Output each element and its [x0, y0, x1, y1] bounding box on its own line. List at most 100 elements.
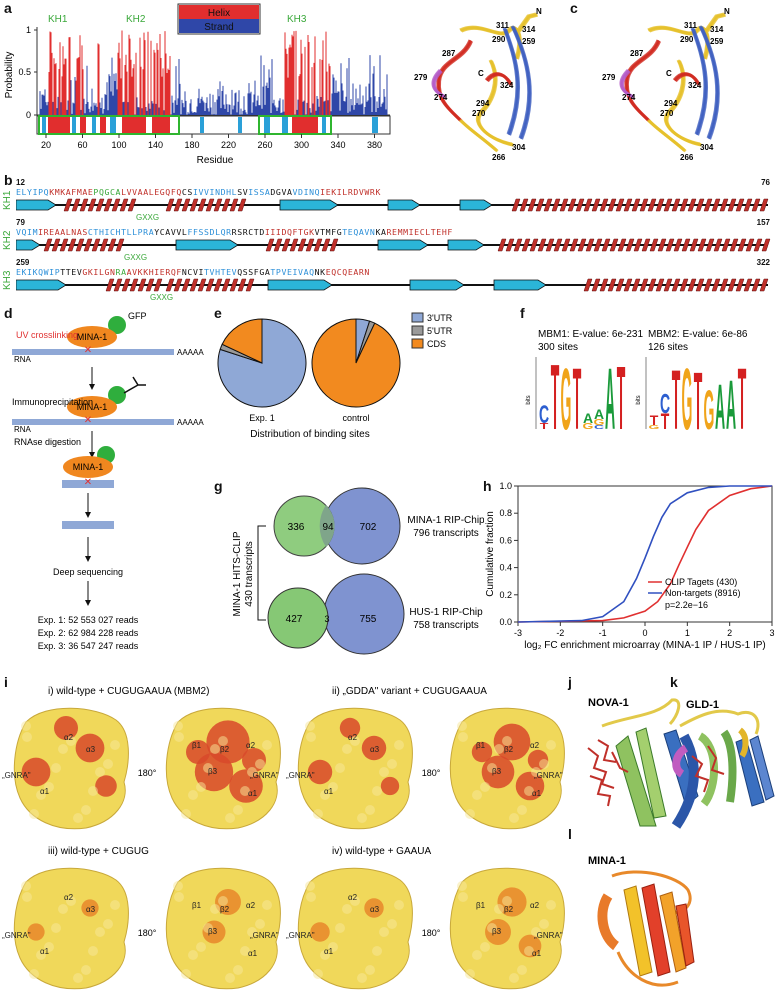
binding-patch	[364, 898, 384, 918]
surface-texture	[494, 904, 504, 914]
cdf-series-line	[517, 485, 773, 623]
logo-letter: T	[617, 348, 626, 449]
surface-texture	[306, 892, 316, 902]
helix-coil	[623, 198, 633, 212]
surface-texture	[210, 904, 220, 914]
helix-coil	[679, 198, 689, 212]
panel-i-surface-models: i) wild-type + CUGUGAAUA (MBM2)α2α3„GNRA…	[2, 686, 565, 990]
gfp-tag	[108, 316, 126, 334]
helix-coil	[679, 278, 689, 292]
mbm1-sites: 300 sites	[538, 342, 578, 353]
surface-texture	[203, 763, 213, 773]
surface-texture	[181, 809, 191, 819]
strand-segment	[72, 117, 76, 133]
residue-label: 324	[688, 81, 702, 90]
helix-coil	[671, 198, 681, 212]
logo-letter: C	[660, 388, 670, 420]
ensemble-trace	[433, 70, 447, 99]
logo-letter: T	[694, 357, 703, 448]
strand-arrow	[16, 279, 67, 291]
helix-coil	[655, 198, 665, 212]
surface-label: α1	[40, 947, 50, 956]
helix-coil	[695, 278, 705, 292]
surface-texture	[218, 896, 228, 906]
helix-coil	[753, 238, 763, 252]
surface-texture	[22, 732, 32, 742]
helix-segment	[48, 117, 70, 133]
sse-track-marks	[42, 117, 378, 133]
strand-arrow	[16, 239, 41, 251]
strand-arrow	[16, 199, 57, 211]
surface-texture	[58, 744, 68, 754]
residue-label: 290	[492, 35, 506, 44]
deep-seq-label: Deep sequencing	[53, 567, 123, 577]
surface-label: α2	[348, 893, 358, 902]
crosslink-mark-1: ✕	[84, 345, 92, 356]
ensemble-trace	[504, 28, 520, 136]
helix-coil	[585, 238, 595, 252]
nova1-title: NOVA-1	[588, 697, 629, 709]
helix-coil	[553, 238, 563, 252]
surface-texture	[73, 973, 83, 983]
helix-coil	[745, 238, 755, 252]
seq-end: 157	[756, 218, 770, 227]
surface-texture	[539, 759, 549, 769]
panel-letter-k: k	[670, 674, 678, 690]
sequence-segment: NK	[314, 267, 326, 277]
surface-texture	[313, 969, 323, 979]
ytick-label-1: 1	[26, 25, 31, 35]
helix-coil	[591, 278, 601, 292]
protein-label-1: MINA-1	[77, 332, 108, 342]
legend-cds: CDS	[427, 339, 446, 349]
helix-coil	[165, 278, 175, 292]
residue-label: 290	[680, 35, 694, 44]
helix-coil	[743, 198, 753, 212]
helix-coil	[51, 238, 61, 252]
logo-letter: A	[594, 406, 604, 422]
helix-coil	[181, 198, 191, 212]
helix-coil	[71, 198, 81, 212]
surface-label: α1	[40, 787, 50, 796]
binding-patch	[497, 887, 527, 917]
helix-coil	[575, 198, 585, 212]
binding-patch	[54, 716, 78, 740]
residue-label: C	[666, 69, 672, 78]
surface-texture	[255, 759, 265, 769]
surface-texture	[196, 782, 206, 792]
xtick-label: -1	[599, 628, 607, 638]
ensemble-trace	[674, 73, 701, 86]
reads-exp1: Exp. 1: 52 553 027 reads	[38, 615, 139, 625]
surface-label: „GNRA"	[250, 771, 279, 780]
pie-label-control: control	[342, 413, 369, 423]
surface-label: α3	[86, 905, 96, 914]
surface-texture	[203, 923, 213, 933]
surface-texture	[320, 790, 330, 800]
sse-cartoon: GXXG	[16, 198, 769, 221]
x-axis-label: log₂ FC enrichment microarray (MINA-1 IP…	[524, 640, 766, 651]
surface-texture	[494, 744, 504, 754]
surface-texture	[502, 736, 512, 746]
ensemble-trace	[512, 26, 532, 140]
xtick-label: 220	[221, 140, 236, 150]
surface-texture	[458, 732, 468, 742]
helix-coil	[671, 278, 681, 292]
xtick-label: 0	[642, 628, 647, 638]
helix-coil	[687, 198, 697, 212]
surface-texture	[188, 950, 198, 960]
surface-texture	[196, 942, 206, 952]
surface-texture	[539, 919, 549, 929]
venn2-title: HUS-1 RIP-Chip	[409, 607, 483, 618]
surface-texture	[233, 965, 243, 975]
sequence-segment: ISSA	[248, 187, 271, 197]
panel-letter-f: f	[520, 305, 525, 321]
helix-coil	[721, 238, 731, 252]
surface-texture	[502, 896, 512, 906]
protein-label-3: MINA-1	[73, 462, 104, 472]
polya-label-2: AAAAA	[177, 418, 204, 427]
logo-letter: A	[605, 352, 615, 448]
residue-label: 270	[660, 109, 674, 118]
helix-coil	[189, 278, 199, 292]
